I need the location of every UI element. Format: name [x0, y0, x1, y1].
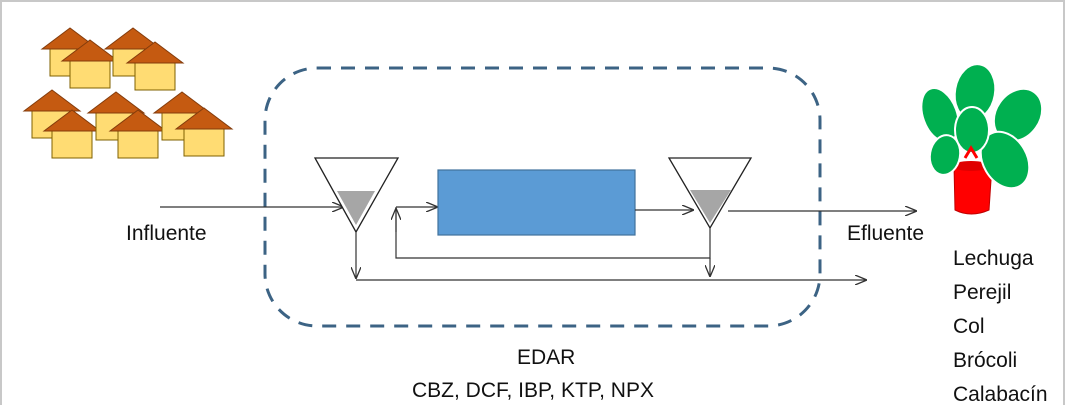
effluent-label: Efluente — [847, 222, 925, 245]
crop-item: Perejil — [953, 281, 1012, 304]
wwtp-boundary — [263, 66, 822, 328]
crop-list: Lechuga Perejil Col Brócoli Calabacín — [953, 242, 1048, 412]
compounds-label: CBZ, DCF, IBP, KTP, NPX — [412, 379, 654, 402]
houses-icon — [23, 27, 233, 159]
crop-item: Col — [953, 315, 985, 338]
recirculation-loop — [395, 207, 711, 259]
biological-reactor — [437, 169, 636, 236]
primary-settler — [313, 157, 400, 234]
plant-icon — [920, 63, 1044, 215]
wwtp-label: EDAR — [517, 346, 576, 369]
secondary-clarifier — [667, 157, 753, 230]
crop-item: Calabacín — [953, 383, 1048, 406]
crop-item: Brócoli — [953, 349, 1018, 372]
influent-label: Influente — [126, 222, 207, 245]
crop-item: Lechuga — [953, 247, 1034, 270]
